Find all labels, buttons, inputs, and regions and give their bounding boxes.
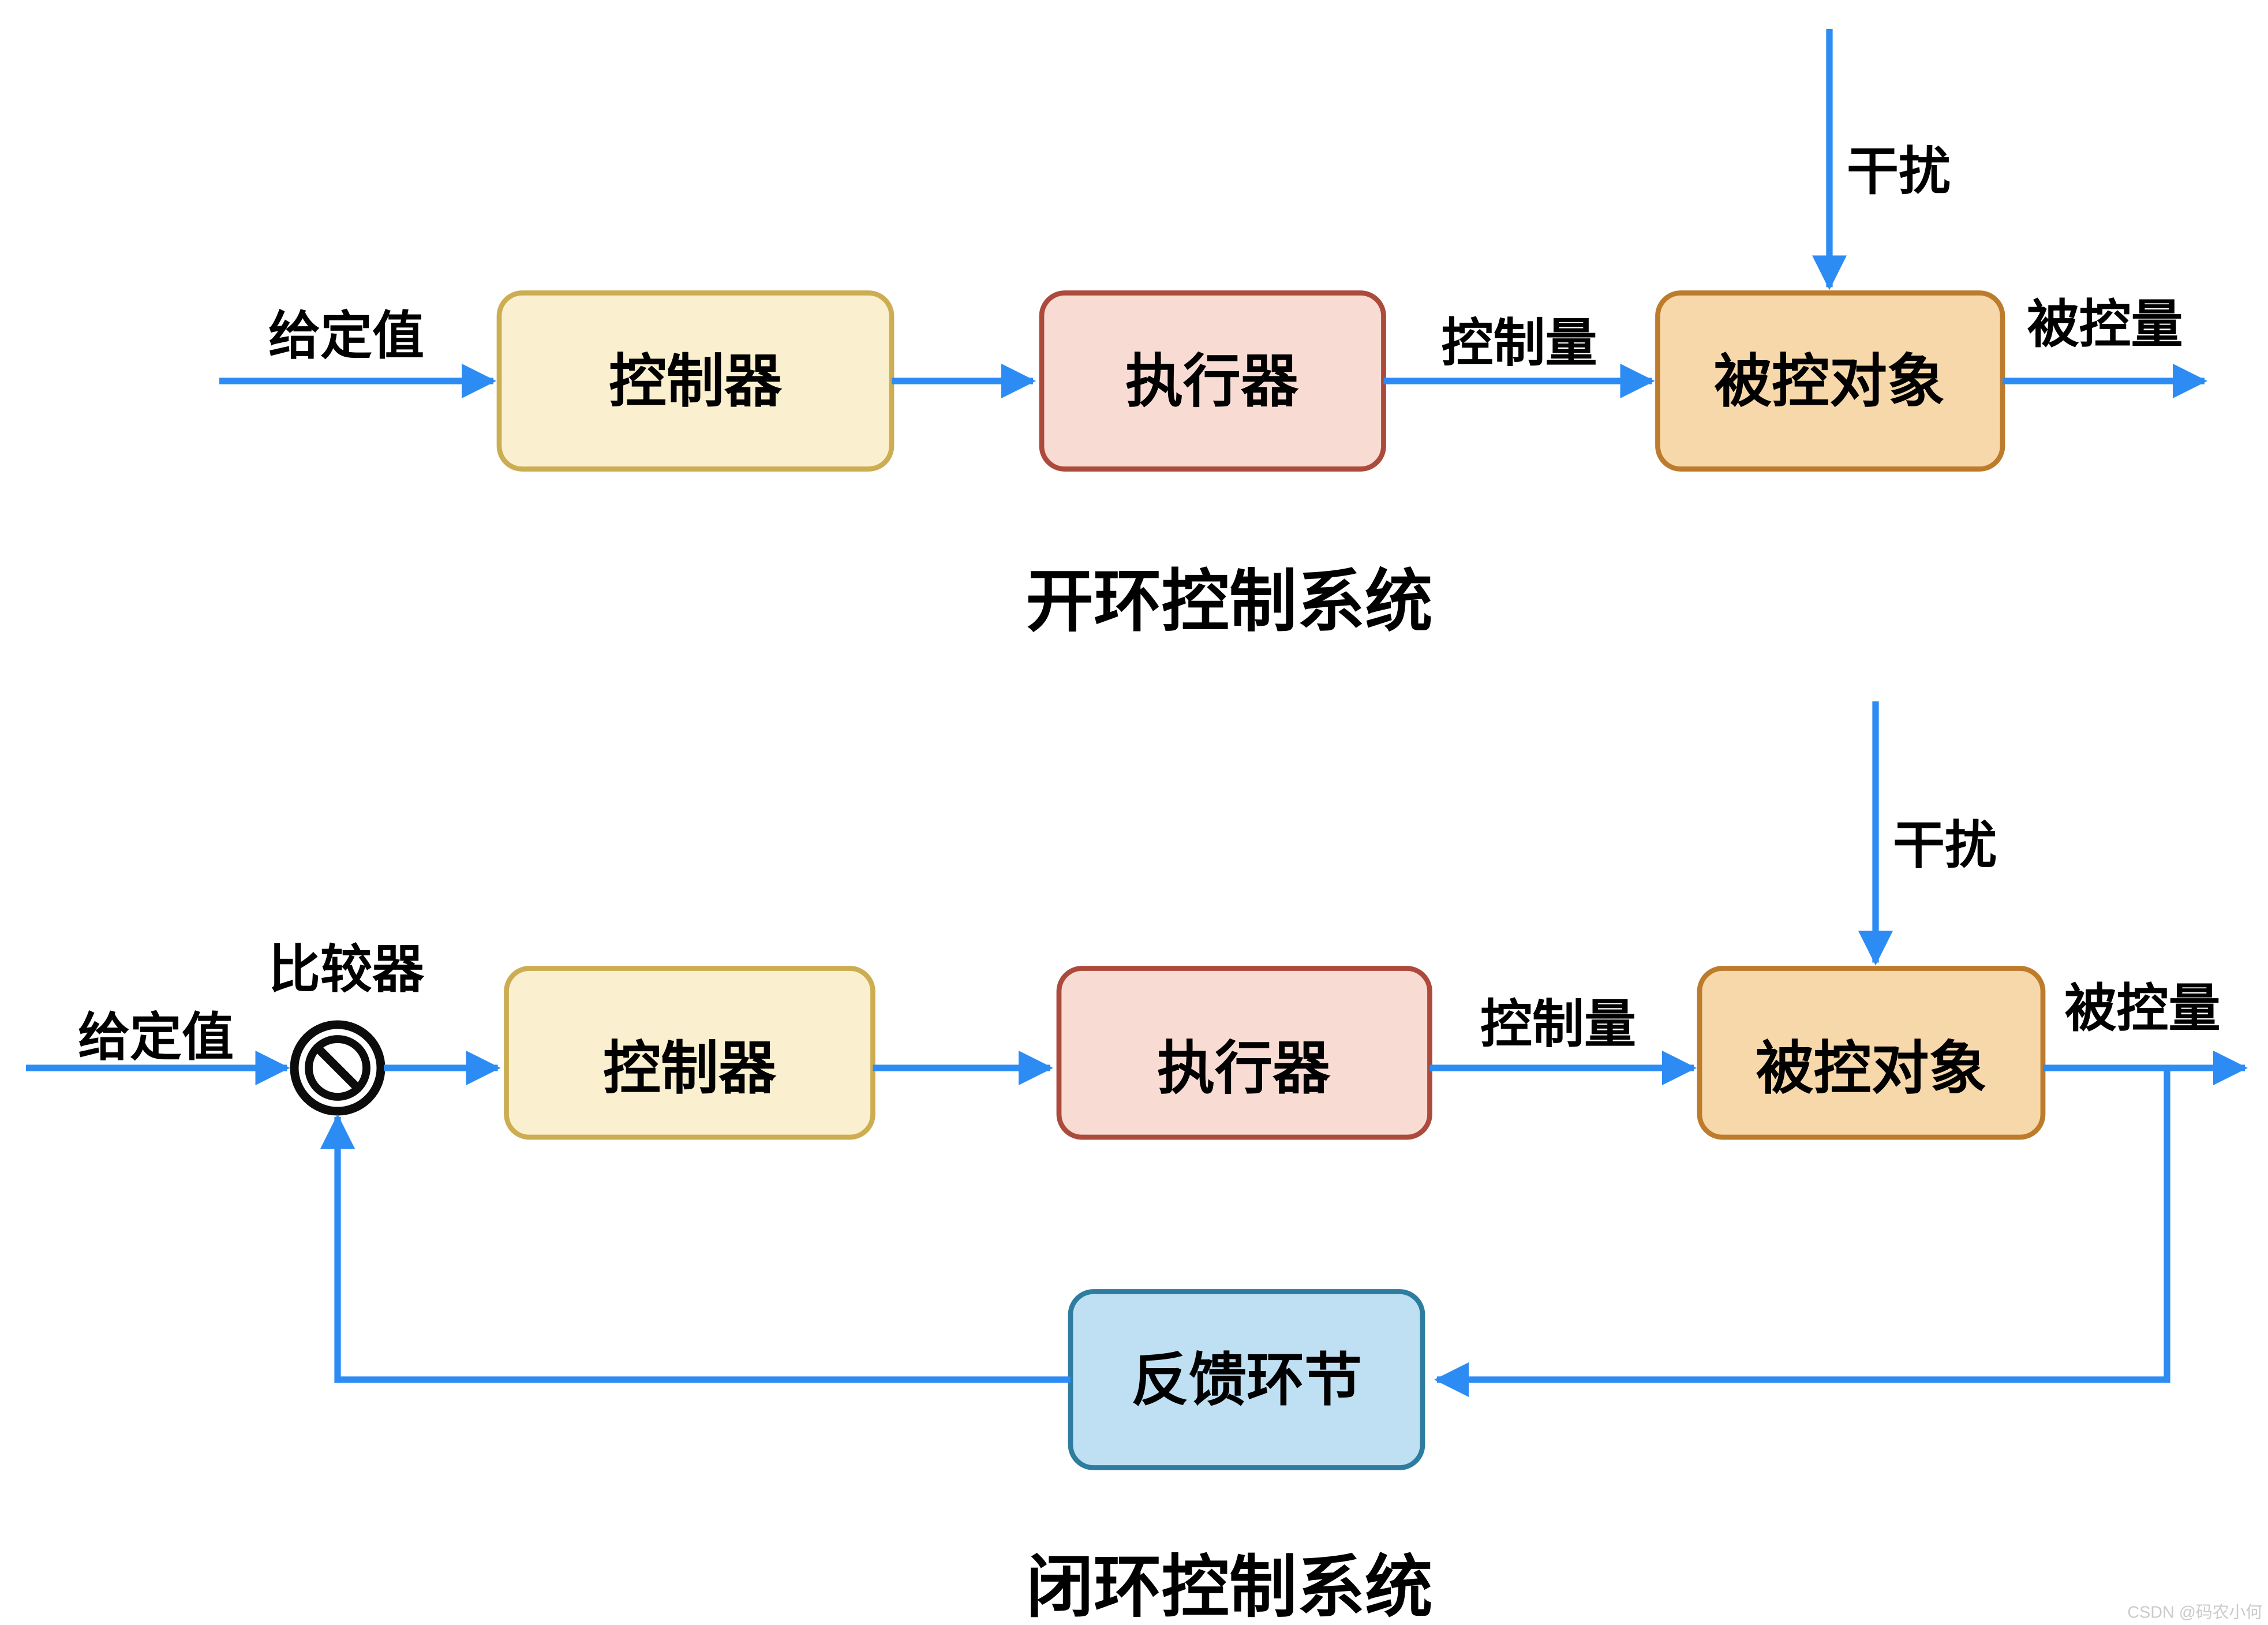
closed-loop-actuator-label: 执行器	[1157, 1036, 1331, 1101]
closed-loop-controlled-quantity-label: 被控量	[2065, 980, 2221, 1038]
closed-loop-title: 闭环控制系统	[1026, 1549, 1432, 1625]
closed-loop-disturbance-label: 干扰	[1893, 817, 1997, 875]
closed-loop-actuator-box	[1056, 966, 1432, 1140]
open-loop-control-quantity-label: 控制量	[1442, 315, 1597, 372]
closed-loop-controller-label: 控制器	[603, 1036, 777, 1101]
open-loop-setpoint-label: 给定值	[268, 308, 424, 365]
open-loop-disturbance-label: 干扰	[1847, 143, 1951, 201]
open-loop-controlled-quantity-label: 被控量	[2027, 296, 2183, 354]
open-loop-actuator-label: 执行器	[1125, 349, 1299, 414]
closed-loop-controller-box	[504, 966, 875, 1140]
closed-loop-output-to-feedback-arrow	[1434, 1068, 2170, 1397]
closed-loop-plant-box	[1697, 966, 2046, 1140]
open-loop-diagram: 干扰 给定值 控制器 执行器 控制量 被控对象 被控量 开环控制系统	[219, 29, 2207, 640]
comparator-junction-icon	[290, 1020, 386, 1116]
comparator-slash	[313, 1043, 362, 1093]
closed-loop-setpoint-label: 给定值	[78, 1009, 234, 1067]
closed-loop-plant-label: 被控对象	[1756, 1036, 1987, 1101]
closed-loop-comparator-label: 比较器	[268, 941, 425, 999]
open-loop-plant-label: 被控对象	[1714, 349, 1945, 414]
closed-loop-feedback-to-comparator-arrow	[320, 1114, 1071, 1383]
closed-loop-diagram: 干扰 给定值 比较器 控制器 执行器 控制量 被控对象 被控量	[26, 701, 2248, 1625]
watermark: CSDN @码农小何	[2127, 1604, 2262, 1622]
closed-loop-feedback-label: 反馈环节	[1131, 1348, 1362, 1413]
open-loop-controller-label: 控制器	[609, 349, 783, 414]
open-loop-title: 开环控制系统	[1026, 564, 1432, 640]
closed-loop-control-quantity-label: 控制量	[1480, 996, 1636, 1054]
comparator-inner-ring	[305, 1035, 370, 1101]
